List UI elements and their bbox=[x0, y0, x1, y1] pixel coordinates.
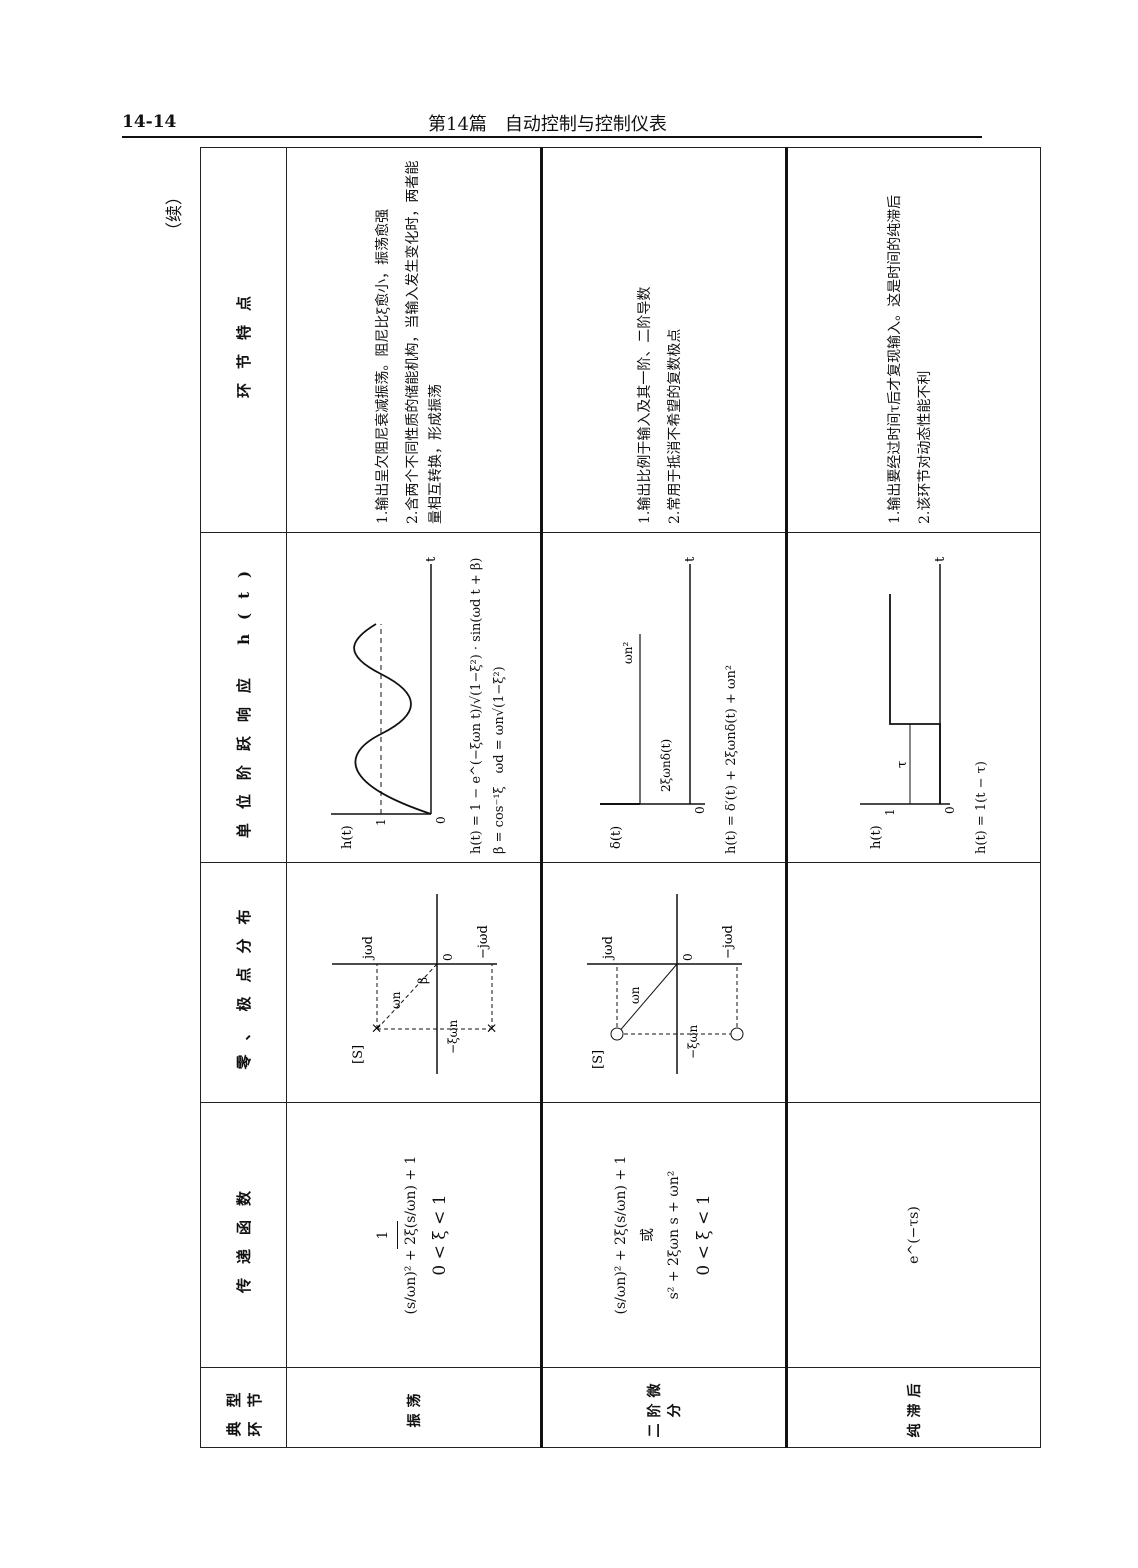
rotated-table-area: （续） 典型环节 传递函数 零、极点分布 单位阶跃响应 h(t) 环节特点 振荡 bbox=[130, 147, 1041, 1448]
row-name: 纯滞后 bbox=[786, 1367, 1041, 1448]
zero-mark bbox=[610, 1027, 624, 1041]
col-header-transfer: 传递函数 bbox=[200, 1102, 287, 1368]
jwd-label: jωd bbox=[601, 936, 616, 961]
sigma-label: −ξωn bbox=[686, 1025, 700, 1059]
features-cell: 1.输出要经过时间τ后才复现输入。这是时间的纯滞后 2.该环节对动态性能不利 bbox=[786, 147, 1041, 533]
wn-vector bbox=[616, 963, 678, 1035]
step-response-plot: h(t) 1 0 t bbox=[330, 556, 448, 849]
t-axis-label: t bbox=[424, 556, 439, 562]
delta-axis-label: δ(t) bbox=[609, 826, 624, 849]
section-title: 第14篇 自动控制与控制仪表 bbox=[428, 114, 667, 135]
feature-item: 1.输出比例于输入及其一阶、二阶导数 bbox=[637, 286, 654, 524]
wn-label: ωn bbox=[628, 986, 642, 1004]
transfer-function-cell: e^(−τs) bbox=[786, 1102, 1041, 1368]
features-cell: 1.输出呈欠阻尼衰减振荡。阻尼比ξ愈小，振荡愈强 2.含两个不同性质的储能机构，… bbox=[286, 147, 542, 533]
table-row: 纯滞后 e^(−τs) h(t) 1 0 bbox=[786, 147, 1041, 1448]
tf-condition: 0 < ξ < 1 bbox=[693, 1194, 714, 1276]
step-response-plot: h(t) 1 0 τ t bbox=[859, 556, 957, 849]
jwd-label: jωd bbox=[361, 936, 376, 961]
transfer-function-cell: (s/ωn)² + 2ξ(s/ωn) + 1 或 s² + 2ξωn s + ω… bbox=[541, 1102, 787, 1368]
pole-zero-cell: × × [S] jωd −jωd ωn β 0 −ξωn bbox=[286, 862, 542, 1103]
step-response-plot: δ(t) ωn² 2ξωnδ(t) 0 t bbox=[599, 556, 707, 849]
step-response-cell: h(t) 1 0 τ t h(t) = 1(t − τ) bbox=[786, 532, 1041, 863]
pole-zero-cell bbox=[786, 862, 1041, 1103]
continued-label: （续） bbox=[165, 188, 185, 239]
neg-jwd-label: −jωd bbox=[476, 925, 491, 959]
feature-item: 2.含两个不同性质的储能机构，当输入发生变化时，两者能量相互转换，形成振荡 bbox=[404, 160, 445, 524]
col-header-features: 环节特点 bbox=[200, 147, 287, 533]
h-axis-label: h(t) bbox=[340, 825, 355, 849]
tf-alt-expression: s² + 2ξωn s + ωn² bbox=[666, 1170, 683, 1300]
col-header-element: 典型环节 bbox=[200, 1367, 287, 1448]
one-label: 1 bbox=[883, 808, 897, 816]
origin-label: 0 bbox=[681, 953, 695, 961]
pole-mark: × bbox=[484, 1022, 500, 1034]
page-number: 14-14 bbox=[122, 112, 177, 132]
impulse-weight-label: 2ξωnδ(t) bbox=[659, 739, 673, 792]
step-response-cell: δ(t) ωn² 2ξωnδ(t) 0 t h(t) = δ′(t) + 2ξω… bbox=[541, 532, 787, 863]
transfer-function-cell: 1 (s/ωn)² + 2ξ(s/ωn) + 1 0 < ξ < 1 bbox=[286, 1102, 542, 1368]
origin-label: 0 bbox=[943, 806, 957, 814]
tf-numerator: 1 bbox=[370, 1220, 398, 1250]
neg-jwd-label: −jωd bbox=[721, 925, 736, 959]
page-header: 14-14 第14篇 自动控制与控制仪表 bbox=[0, 100, 1138, 140]
t-axis-label: t bbox=[933, 556, 948, 562]
step-formula-2: β = cos⁻¹ξ ωd = ωn√(1−ξ²) bbox=[491, 666, 507, 854]
tf-or: 或 bbox=[639, 1228, 656, 1242]
one-label: 1 bbox=[374, 818, 388, 826]
t-axis-label: t bbox=[683, 556, 698, 562]
pole-zero-diagram: [S] jωd −jωd ωn 0 −ξωn bbox=[587, 894, 744, 1074]
feature-item: 1.输出要经过时间τ后才复现输入。这是时间的纯滞后 bbox=[887, 194, 904, 524]
col-header-step-response: 单位阶跃响应 h(t) bbox=[200, 532, 287, 863]
step-formula: h(t) = δ′(t) + 2ξωnδ(t) + ωn² bbox=[723, 664, 739, 854]
origin-label: 0 bbox=[434, 816, 448, 824]
row-name: 振荡 bbox=[286, 1367, 542, 1448]
features-cell: 1.输出比例于输入及其一阶、二阶导数 2.常用于抵消不希望的复数极点 bbox=[541, 147, 787, 533]
origin-label: 0 bbox=[693, 806, 707, 814]
beta-label: β bbox=[416, 977, 430, 984]
wn-label: ωn bbox=[389, 991, 403, 1009]
tau-label: τ bbox=[895, 761, 910, 768]
pole-mark: × bbox=[369, 1022, 385, 1034]
feature-item: 1.输出呈欠阻尼衰减振荡。阻尼比ξ愈小，振荡愈强 bbox=[374, 208, 391, 524]
h-axis-label: h(t) bbox=[869, 825, 884, 849]
wn2-label: ωn² bbox=[621, 641, 635, 664]
step-formula: h(t) = 1(t − τ) bbox=[973, 761, 989, 854]
table-row: 二阶微分 (s/ωn)² + 2ξ(s/ωn) + 1 或 s² + 2ξωn … bbox=[541, 147, 787, 1448]
table-header-row: 典型环节 传递函数 零、极点分布 单位阶跃响应 h(t) 环节特点 bbox=[200, 147, 287, 1448]
origin-label: 0 bbox=[441, 953, 455, 961]
table-row: 振荡 1 (s/ωn)² + 2ξ(s/ωn) + 1 0 < ξ < 1 bbox=[286, 147, 542, 1448]
wn-vector bbox=[376, 963, 437, 1030]
feature-item: 2.该环节对动态性能不利 bbox=[917, 370, 933, 524]
tf-expression: (s/ωn)² + 2ξ(s/ωn) + 1 bbox=[612, 1155, 629, 1315]
delayed-step bbox=[888, 594, 941, 804]
step-response-cell: h(t) 1 0 t h(t) = 1 − e^(−ξωn t)/√(1−ξ²)… bbox=[286, 532, 542, 863]
step-formula: h(t) = 1 − e^(−ξωn t)/√(1−ξ²) · sin(ωd t… bbox=[468, 557, 484, 854]
typical-elements-table: 典型环节 传递函数 零、极点分布 单位阶跃响应 h(t) 环节特点 振荡 1 (… bbox=[200, 147, 1041, 1448]
tf-denominator: (s/ωn)² + 2ξ(s/ωn) + 1 bbox=[402, 1155, 419, 1315]
header-rule bbox=[122, 136, 982, 138]
col-header-pole-zero: 零、极点分布 bbox=[200, 862, 287, 1103]
sigma-label: −ξωn bbox=[446, 1020, 460, 1054]
feature-item: 2.常用于抵消不希望的复数极点 bbox=[667, 328, 683, 524]
oscillating-curve bbox=[352, 623, 431, 815]
pole-zero-cell: [S] jωd −jωd ωn 0 −ξωn bbox=[541, 862, 787, 1103]
s-plane-label: [S] bbox=[591, 1050, 606, 1069]
s-plane-label: [S] bbox=[351, 1045, 366, 1064]
row-name: 二阶微分 bbox=[541, 1367, 787, 1448]
tf-condition: 0 < ξ < 1 bbox=[430, 1194, 451, 1276]
zero-mark bbox=[730, 1027, 744, 1041]
tf-expression: e^(−τs) bbox=[905, 1206, 922, 1264]
pole-zero-diagram: × × [S] jωd −jωd ωn β 0 −ξωn bbox=[331, 894, 500, 1074]
